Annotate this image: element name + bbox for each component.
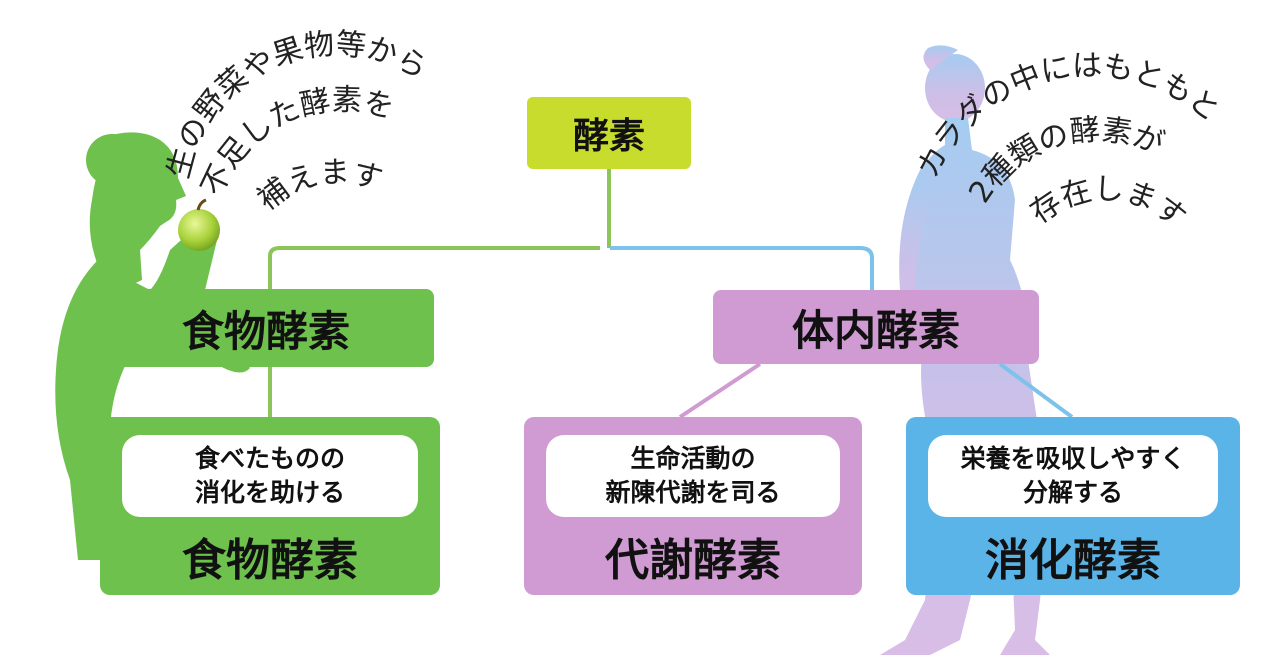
body-caption-line: 存在します bbox=[1024, 172, 1192, 236]
desc-line-2: 消化を助ける bbox=[194, 478, 345, 507]
digestive-enzyme-card: 栄養を吸収しやすく 分解する 消化酵素 bbox=[906, 417, 1240, 595]
desc-line-1: 栄養を吸収しやすく bbox=[960, 444, 1186, 473]
card-description: 栄養を吸収しやすく 分解する bbox=[928, 435, 1218, 517]
root-enzyme-box: 酵素 bbox=[527, 97, 691, 169]
food-enzyme-card: 食べたものの 消化を助ける 食物酵素 bbox=[100, 417, 440, 595]
card-label: 代謝酵素 bbox=[605, 535, 781, 586]
desc-line-1: 食べたものの bbox=[194, 444, 345, 473]
connector-lines bbox=[268, 169, 1074, 419]
card-label: 消化酵素 bbox=[985, 535, 1161, 586]
food-enzyme-heading: 食物酵素 bbox=[98, 289, 434, 367]
svg-text:補えます: 補えます bbox=[251, 155, 386, 218]
card-description: 食べたものの 消化を助ける bbox=[122, 435, 418, 517]
desc-line-2: 新陳代謝を司る bbox=[605, 478, 781, 507]
apple-icon bbox=[178, 198, 220, 251]
desc-line-1: 生命活動の bbox=[630, 444, 756, 473]
svg-text:存在します: 存在します bbox=[1024, 172, 1192, 236]
card-description: 生命活動の 新陳代謝を司る bbox=[546, 435, 840, 517]
food-enzyme-caption: 生の野菜や果物等から 不足した酵素を 補えます bbox=[161, 27, 433, 218]
card-label: 食物酵素 bbox=[182, 535, 358, 586]
metabolic-enzyme-card: 生命活動の 新陳代謝を司る 代謝酵素 bbox=[524, 417, 862, 595]
desc-line-2: 分解する bbox=[1022, 478, 1123, 507]
body-enzyme-heading: 体内酵素 bbox=[713, 290, 1039, 364]
food-caption-line: 補えます bbox=[251, 155, 386, 218]
